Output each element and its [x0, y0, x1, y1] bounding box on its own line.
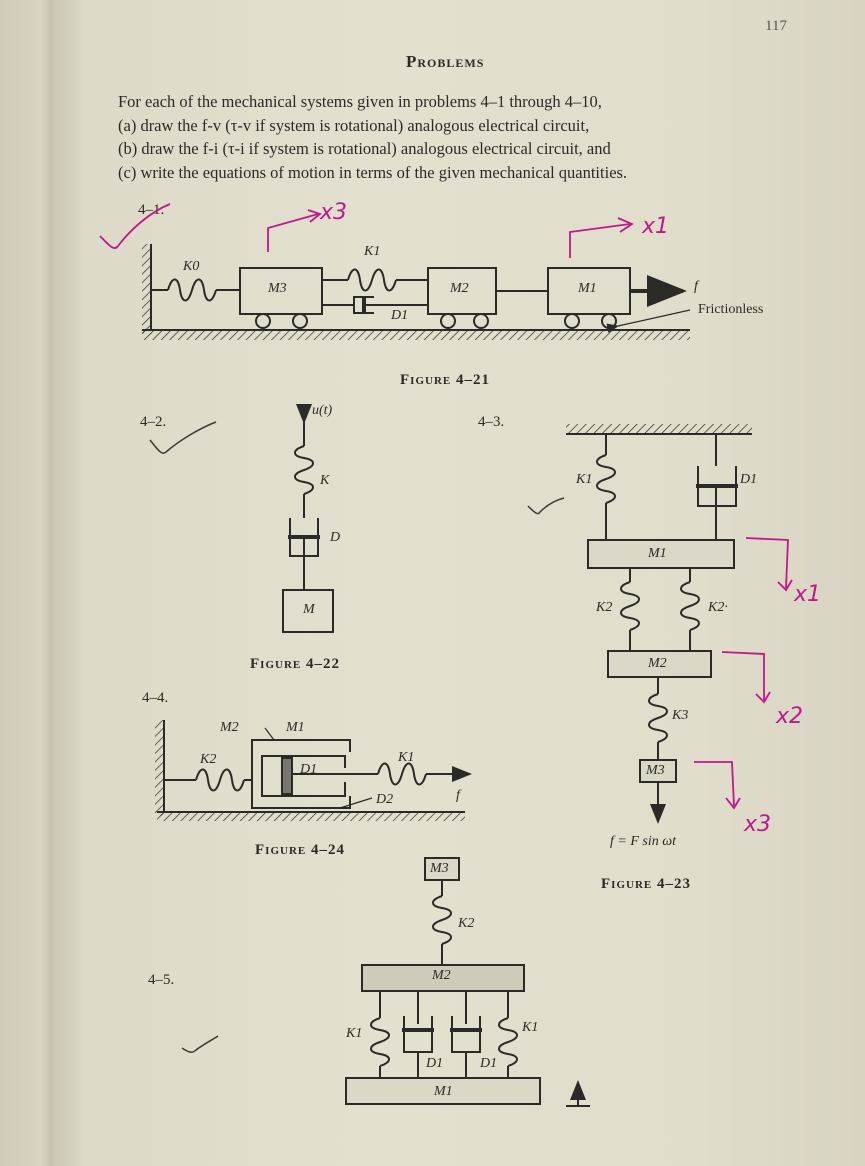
handwritten-x1: x1: [642, 214, 670, 239]
pencil-checkmarks: [149, 421, 565, 1053]
handwritten-x2: x2: [776, 704, 804, 729]
label-K1: K1: [576, 472, 593, 487]
label-u-t: u(t): [312, 403, 333, 418]
intro-paragraph: For each of the mechanical systems given…: [118, 90, 808, 184]
intro-line: (a) draw the f-v (τ-v if system is rotat…: [118, 115, 590, 135]
label-M2: M2: [432, 968, 451, 983]
label-D: D: [330, 530, 341, 545]
pen-annotations: [99, 203, 793, 810]
label-K1: K1: [398, 750, 415, 765]
problem-number-4-3: 4–3.: [478, 414, 505, 430]
label-D1: D1: [391, 308, 409, 323]
label-K3: K3: [672, 708, 689, 723]
handwritten-x1: x1: [794, 582, 822, 607]
label-M3: M3: [268, 281, 287, 296]
figure-4-23-diagram: [566, 424, 752, 824]
label-M2: M2: [648, 656, 667, 671]
page-number: 117: [765, 18, 787, 34]
figure-4-25-diagram: [345, 857, 590, 1107]
figure-caption-4-22: Figure 4–22: [250, 656, 340, 672]
problem-number-4-5: 4–5.: [148, 972, 175, 988]
label-M1: M1: [648, 546, 667, 561]
facing-page-edge: [0, 0, 58, 1166]
label-K2: K2: [200, 752, 217, 767]
intro-line: (c) write the equations of motion in ter…: [118, 162, 628, 182]
label-M2: M2: [450, 281, 469, 296]
label-M1: M1: [434, 1084, 453, 1099]
label-M3: M3: [646, 763, 665, 778]
label-D2: D2: [376, 792, 394, 807]
label-D1: D1: [480, 1056, 498, 1071]
figure-caption-4-21: Figure 4–21: [400, 372, 490, 388]
figure-4-24-diagram: [155, 720, 472, 821]
label-K1: K1: [522, 1020, 539, 1035]
label-M1: M1: [286, 720, 305, 735]
label-K: K: [320, 473, 330, 488]
label-K1: K1: [364, 244, 381, 259]
label-D1: D1: [740, 472, 758, 487]
label-K1: K1: [346, 1026, 363, 1041]
label-f: f: [456, 788, 460, 803]
problem-number-4-4: 4–4.: [142, 690, 169, 706]
handwritten-x3: x3: [320, 200, 348, 225]
figure-4-22-diagram: [282, 404, 334, 633]
intro-line: For each of the mechanical systems given…: [118, 92, 602, 111]
label-M: M: [303, 602, 315, 617]
handwritten-x3: x3: [744, 812, 772, 837]
label-M3: M3: [430, 861, 449, 876]
label-K2: K2: [596, 600, 613, 615]
label-D1: D1: [426, 1056, 444, 1071]
label-M1: M1: [578, 281, 597, 296]
label-M2: M2: [220, 720, 239, 735]
label-D1: D1: [300, 762, 318, 777]
label-force: f = F sin ωt: [610, 834, 677, 849]
figure-4-21-diagram: [142, 244, 691, 340]
problem-number-4-2: 4–2.: [140, 414, 167, 430]
label-K2: K2: [458, 916, 475, 931]
label-K0: K0: [183, 259, 200, 274]
figure-caption-4-23: Figure 4–23: [601, 876, 691, 892]
label-K2: K2·: [708, 600, 728, 615]
label-f: f: [694, 279, 698, 294]
intro-line: (b) draw the f-i (τ-i if system is rotat…: [118, 139, 611, 158]
section-heading: Problems: [406, 52, 485, 71]
problem-number-4-1: 4–1.: [138, 202, 165, 218]
label-frictionless: Frictionless: [698, 302, 764, 317]
figure-caption-4-24: Figure 4–24: [255, 842, 345, 858]
